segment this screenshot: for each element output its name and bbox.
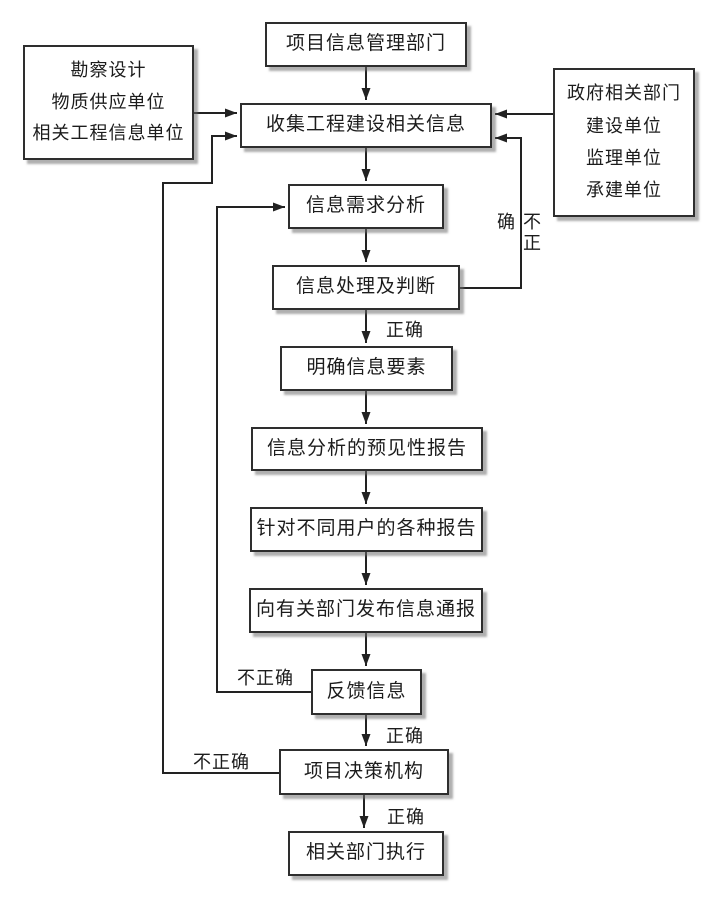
node-forecast-report: 信息分析的预见性报告 [251, 427, 483, 471]
node-right-sources-line4: 承建单位 [586, 180, 662, 201]
node-right-sources-line3: 监理单位 [586, 147, 662, 168]
edge-label-decision-correct: 正确 [387, 807, 425, 827]
node-project-info-dept: 项目信息管理部门 [265, 22, 467, 67]
node-left-sources-line3: 相关工程信息单位 [32, 123, 185, 144]
node-right-sources: 政府相关部门 建设单位 监理单位 承建单位 [553, 68, 695, 217]
edge-label-feedback-incorrect: 不正确 [237, 668, 294, 688]
edge-label-decision-incorrect: 不正确 [193, 752, 250, 772]
edge-process-collect-incorrect [460, 133, 522, 289]
edge-decision-collect-incorrect [162, 131, 279, 774]
node-user-reports: 针对不同用户的各种报告 [250, 507, 483, 552]
node-left-sources-line1: 勘察设计 [70, 60, 147, 81]
edge-label-process-incorrect: 不正确 [495, 212, 541, 254]
node-clarify-elements: 明确信息要素 [280, 346, 453, 391]
node-publish-bulletin: 向有关部门发布信息通报 [249, 588, 483, 633]
node-right-sources-line2: 建设单位 [586, 115, 662, 136]
node-feedback-info: 反馈信息 [311, 669, 422, 715]
node-left-sources-line2: 物质供应单位 [51, 91, 166, 112]
node-collect-info: 收集工程建设相关信息 [240, 103, 492, 148]
node-right-sources-line1: 政府相关部门 [567, 83, 681, 104]
edge-label-feedback-correct: 正确 [386, 726, 424, 746]
edge-feedback-demand-incorrect [216, 202, 311, 693]
node-demand-analysis: 信息需求分析 [288, 184, 444, 229]
node-left-sources: 勘察设计 物质供应单位 相关工程信息单位 [23, 45, 194, 160]
edge-label-process-correct: 正确 [386, 320, 424, 340]
node-execute-depts: 相关部门执行 [288, 831, 444, 876]
node-decision-body: 项目决策机构 [279, 749, 449, 795]
node-process-judge: 信息处理及判断 [272, 265, 460, 310]
